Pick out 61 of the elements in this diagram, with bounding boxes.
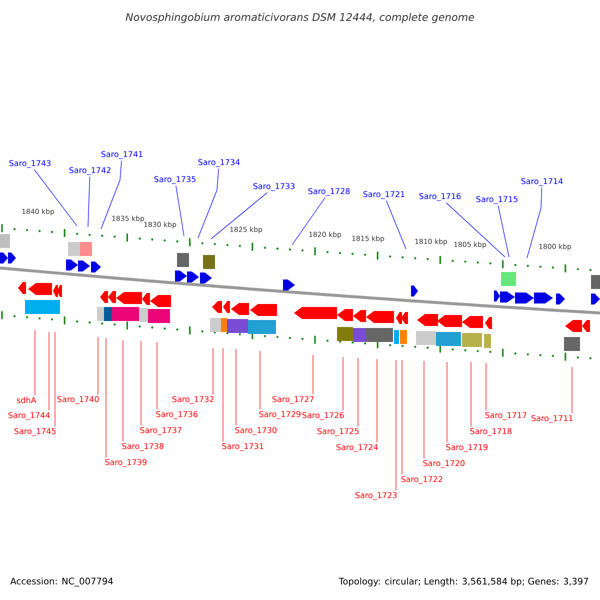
gene-label: Saro_1740 [57, 396, 99, 404]
gene-label: Saro_1718 [470, 428, 512, 436]
gene-label: Saro_1726 [302, 412, 344, 420]
leader-line [312, 354, 314, 395]
gene-label: Saro_1717 [485, 412, 526, 420]
gene-label: Saro_1736 [156, 411, 198, 419]
leader-line [526, 187, 542, 258]
gene-label: Saro_1719 [446, 444, 488, 452]
gene-label: Saro_1711 [532, 415, 573, 423]
leader-line [342, 356, 344, 411]
gene-label: Saro_1739 [105, 459, 146, 467]
leader-line [198, 168, 219, 238]
gene-label: Saro_1732 [172, 396, 214, 404]
leader-line [100, 160, 122, 230]
leader-line [122, 340, 124, 442]
title: Novosphingobium aromaticivorans DSM 12444, complete genome [126, 12, 474, 24]
gene-label: sdhA [16, 396, 36, 404]
leader-line [222, 348, 224, 442]
gene-label: Saro_1731 [222, 443, 264, 451]
leader-line [446, 362, 448, 443]
gene-label: Saro_1720 [423, 460, 465, 468]
gene-label: Saro_1729 [259, 411, 300, 419]
gene-label: Saro_1738 [122, 443, 164, 451]
leader-line [470, 362, 472, 427]
leader-line [34, 169, 78, 226]
leader-line [376, 358, 378, 443]
leader-line [292, 197, 326, 246]
gene-label: Saro_1728 [308, 188, 350, 196]
gene-label: Saro_1715 [476, 196, 518, 204]
leader-line [498, 205, 510, 258]
gene-label: Saro_1737 [140, 427, 182, 435]
footer-text: Accession: NC_007794 [10, 578, 113, 586]
leader-line [212, 348, 214, 395]
gene-label: Saro_1735 [154, 176, 196, 184]
gene-label: Saro_1742 [69, 167, 110, 175]
gene-label: Saro_1714 [521, 178, 563, 186]
gene-label: Saro_1744 [8, 412, 50, 420]
footer-text: Topology: circular; Length: 3,561,584 bp; Genes: 3,397 [338, 578, 588, 586]
leader-line [386, 200, 406, 250]
gene-label: Saro_1730 [235, 427, 277, 435]
leader-line [48, 332, 50, 411]
gene-label: Saro_1741 [101, 151, 142, 159]
leader-line [54, 332, 56, 427]
gene-label: Saro_1722 [401, 476, 442, 484]
gene-label: Saro_1727 [272, 396, 314, 404]
leader-line [210, 192, 268, 240]
gene-label: Saro_1716 [419, 193, 461, 201]
leader-line [140, 340, 142, 426]
leader-line [176, 185, 184, 236]
leader-line [156, 342, 158, 410]
gene-label: Saro_1721 [363, 191, 404, 199]
gene-label: Saro_1745 [14, 428, 56, 436]
gene-label: Saro_1734 [198, 159, 240, 167]
gene-label: Saro_1724 [336, 444, 378, 452]
gene-label: Saro_1723 [356, 492, 397, 500]
leader-line [446, 202, 506, 258]
leader-line [34, 330, 36, 396]
gene-label: Saro_1725 [318, 428, 359, 436]
gene-label: Saro_1743 [9, 160, 51, 168]
leader-line [88, 176, 90, 228]
gene-label: Saro_1733 [253, 183, 295, 191]
